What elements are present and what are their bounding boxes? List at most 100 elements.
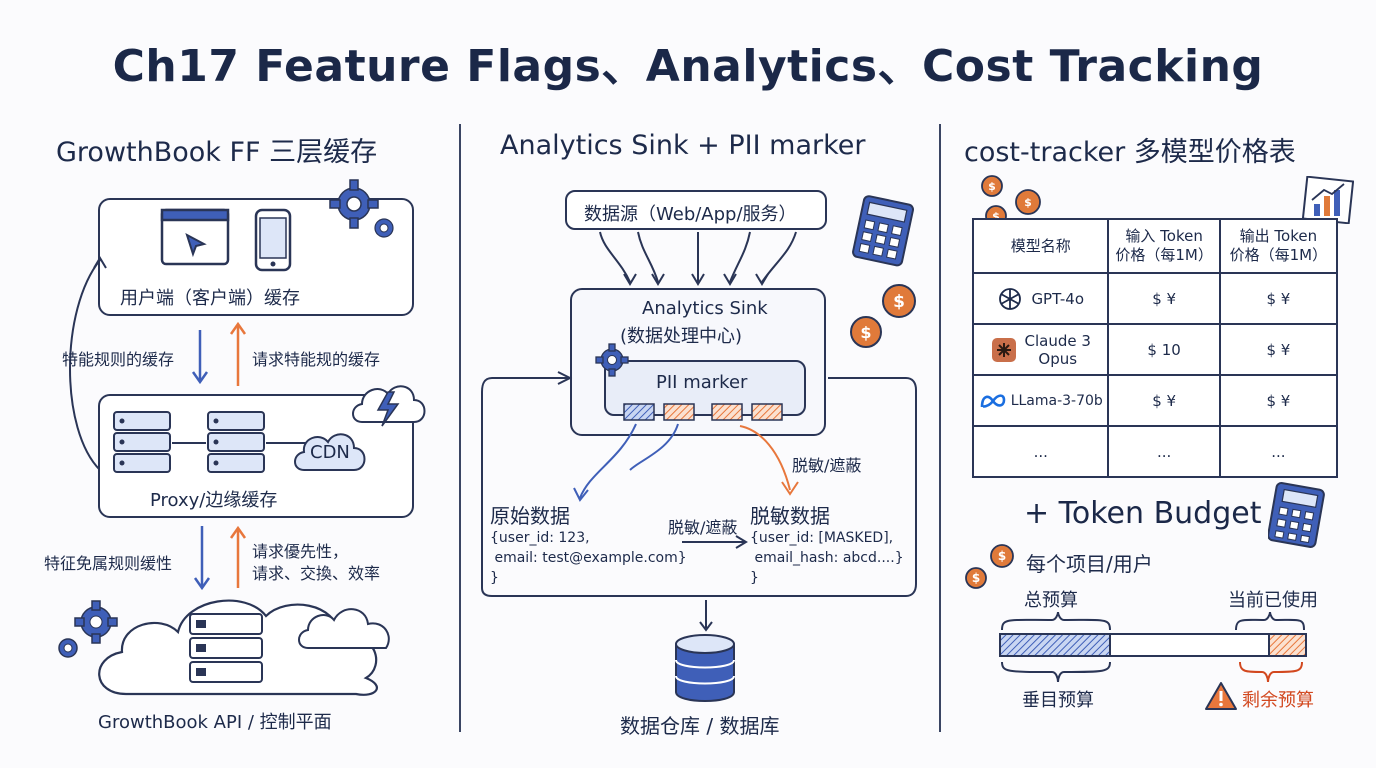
claude-icon bbox=[991, 337, 1016, 362]
table-row: LLama-3-70b $ ¥ $ ¥ bbox=[971, 374, 1339, 427]
cursor-icon bbox=[185, 232, 207, 258]
source-arrows bbox=[599, 231, 797, 286]
input-price-cell: $ ¥ bbox=[1107, 272, 1221, 325]
svg-text:$: $ bbox=[893, 292, 905, 312]
orange-arrow-up-top bbox=[229, 321, 247, 386]
blue-arrow-down-bottom bbox=[193, 526, 211, 591]
table-row: GPT-4o $ ¥ $ ¥ bbox=[971, 272, 1339, 325]
browser-icon bbox=[160, 208, 230, 266]
model-cell: GPT-4o bbox=[971, 272, 1110, 325]
left-arrows-top bbox=[69, 256, 209, 471]
model-name: Claude 3 Opus bbox=[1024, 331, 1091, 368]
table-header: 输出 Token 价格（每1M） bbox=[1218, 218, 1339, 274]
gear-icon bbox=[58, 600, 118, 658]
coin-icon: $ bbox=[850, 316, 882, 348]
svg-text:$: $ bbox=[1024, 196, 1032, 209]
calculator-icon bbox=[852, 195, 914, 267]
sink-title: Analytics Sink bbox=[642, 298, 768, 319]
arrow-label-rules-cache: 特能规则的缓存 bbox=[62, 350, 175, 369]
phone-icon bbox=[254, 208, 292, 272]
proxy-links bbox=[172, 442, 306, 444]
svg-text:$: $ bbox=[988, 180, 996, 193]
budget-progress-bar bbox=[999, 633, 1307, 657]
model-cell: Claude 3 Opus bbox=[971, 323, 1110, 376]
model-cell: ... bbox=[971, 425, 1110, 478]
divider-right bbox=[939, 124, 941, 732]
client-cache-label: 用户端（客户端）缓存 bbox=[120, 288, 300, 309]
current-used-label: 当前已使用 bbox=[1228, 590, 1318, 611]
data-source-box bbox=[565, 190, 827, 230]
masked-data-code: {user_id: [MASKED], email_hash: abcd....… bbox=[750, 530, 904, 586]
budget-title: + Token Budget bbox=[1024, 496, 1262, 531]
page-title: Ch17 Feature Flags、Analytics、Cost Tracki… bbox=[112, 41, 1264, 92]
input-price-cell: ... bbox=[1107, 425, 1221, 478]
openai-icon bbox=[999, 287, 1022, 310]
coin-icon: $ $ $ bbox=[981, 175, 1041, 227]
warning-icon bbox=[1205, 682, 1237, 710]
input-price-cell: $ ¥ bbox=[1107, 374, 1221, 427]
table-header-row: 模型名称 输入 Token 价格（每1M） 输出 Token 价格（每1M） bbox=[971, 218, 1339, 274]
arrow-label-rule-attr: 特征免属规则缓性 bbox=[44, 554, 173, 573]
mask-label-upper: 脱敏/遮蔽 bbox=[792, 456, 862, 475]
right-section-title: cost-tracker 多模型价格表 bbox=[964, 137, 1296, 168]
cdn-cloud-icon bbox=[294, 433, 366, 471]
coin-icon: $$ bbox=[965, 544, 1014, 589]
arrow-label-priority-1: 请求優先性， bbox=[252, 542, 349, 561]
sink-loop bbox=[481, 371, 917, 597]
budget-brace-top bbox=[1001, 611, 1305, 631]
database-icon bbox=[675, 634, 735, 702]
table-header: 输入 Token 价格（每1M） bbox=[1107, 218, 1221, 274]
data-source-label: 数据源（Web/App/服务） bbox=[584, 204, 797, 225]
total-budget-label: 总预算 bbox=[1024, 590, 1078, 611]
cloud-icon bbox=[298, 608, 390, 649]
item-budget-label: 垂目预算 bbox=[1022, 690, 1094, 711]
warehouse-arrow bbox=[699, 600, 713, 632]
gear-icon bbox=[329, 179, 394, 238]
orange-arrow-up-bottom bbox=[229, 525, 247, 588]
remaining-budget-label: 剩余预算 bbox=[1242, 690, 1314, 711]
sink-subtitle: (数据处理中心) bbox=[620, 326, 743, 347]
model-name: LLama-3-70b bbox=[1010, 392, 1103, 409]
gear-icon bbox=[595, 343, 629, 377]
calculator-icon bbox=[1268, 482, 1325, 548]
output-price-cell: $ ¥ bbox=[1218, 323, 1339, 376]
divider-left bbox=[459, 124, 461, 732]
middle-section-title: Analytics Sink + PII marker bbox=[500, 130, 866, 161]
masked-data-title: 脱敏数据 bbox=[750, 504, 830, 528]
budget-brace-bottom bbox=[1001, 661, 1303, 683]
raw-data-title: 原始数据 bbox=[490, 504, 570, 528]
server-icon bbox=[207, 411, 265, 473]
svg-text:$: $ bbox=[972, 571, 980, 585]
price-table: 模型名称 输入 Token 价格（每1M） 输出 Token 价格（每1M） G… bbox=[971, 218, 1339, 478]
budget-scope-label: 每个项目/用户 bbox=[1026, 552, 1153, 576]
proxy-cache-label: Proxy/边缘缓存 bbox=[150, 490, 278, 511]
cdn-label: CDN bbox=[310, 442, 350, 463]
model-cell: LLama-3-70b bbox=[971, 374, 1110, 427]
server-icon bbox=[189, 613, 263, 683]
left-section-title: GrowthBook FF 三层缓存 bbox=[56, 137, 378, 168]
mask-arrow bbox=[682, 535, 748, 549]
svg-text:$: $ bbox=[998, 549, 1006, 563]
table-header: 模型名称 bbox=[971, 218, 1110, 274]
input-price-cell: $ 10 bbox=[1107, 323, 1221, 376]
model-name: GPT-4o bbox=[1031, 289, 1085, 308]
server-icon bbox=[113, 411, 171, 473]
mask-label-mid: 脱敏/遮蔽 bbox=[668, 518, 738, 537]
warehouse-label: 数据仓库 / 数据库 bbox=[620, 714, 780, 738]
output-price-cell: $ ¥ bbox=[1218, 272, 1339, 325]
svg-text:$: $ bbox=[860, 323, 871, 342]
pii-tags bbox=[623, 403, 783, 421]
arrow-label-priority-2: 请求、交換、效率 bbox=[252, 564, 381, 583]
lightning-cloud-icon bbox=[352, 385, 426, 427]
pii-marker-label: PII marker bbox=[656, 372, 748, 393]
chart-icon bbox=[1302, 176, 1354, 224]
api-label: GrowthBook API / 控制平面 bbox=[98, 712, 332, 733]
table-row: ... ... ... bbox=[971, 425, 1339, 478]
coin-icon: $ bbox=[882, 284, 916, 318]
output-price-cell: $ ¥ bbox=[1218, 374, 1339, 427]
output-price-cell: ... bbox=[1218, 425, 1339, 478]
meta-icon bbox=[980, 393, 1005, 408]
svg-text:$: $ bbox=[992, 210, 1000, 223]
raw-data-code: {user_id: 123, email: test@example.com} … bbox=[490, 530, 687, 586]
table-row: Claude 3 Opus $ 10 $ ¥ bbox=[971, 323, 1339, 376]
